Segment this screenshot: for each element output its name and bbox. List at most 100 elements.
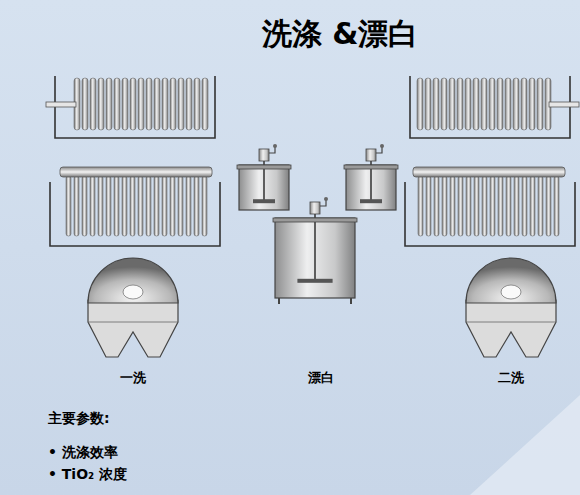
impeller: [253, 199, 275, 203]
drum-filter: [466, 258, 556, 357]
filter-plate: [473, 78, 479, 130]
filter-leaf: [466, 176, 471, 236]
shaft: [314, 218, 316, 280]
slide-title: 洗涤 &漂白: [262, 14, 419, 55]
filter-leaf: [450, 176, 455, 236]
crank: [269, 147, 275, 153]
motor: [366, 149, 376, 161]
rim: [344, 165, 398, 169]
stage-label: 一洗: [120, 369, 146, 387]
right-washer: [405, 76, 579, 246]
drum-hub: [501, 285, 521, 299]
filter-leaf: [82, 176, 87, 236]
drum-filter: [88, 258, 178, 357]
filter-leaf: [458, 176, 463, 236]
filter-plate: [449, 78, 455, 130]
filter-leaf: [66, 176, 71, 236]
filter-leaf: [98, 176, 103, 236]
leg: [278, 298, 280, 304]
hopper: [466, 300, 556, 357]
crank: [320, 200, 326, 206]
left-washer: [46, 76, 220, 246]
shaft: [370, 165, 372, 200]
filter-plate: [505, 78, 511, 130]
filter-plate: [521, 78, 527, 130]
header-bar: [60, 167, 212, 177]
leg: [350, 298, 352, 304]
filter-plate: [513, 78, 519, 130]
filter-leaf: [554, 176, 559, 236]
filter-plate: [98, 78, 104, 130]
filter-leaf: [130, 176, 135, 236]
tank-outline: [55, 76, 215, 138]
filter-plate: [537, 78, 543, 130]
filter-plate: [138, 78, 144, 130]
filter-plate: [82, 78, 88, 130]
filter-plate: [162, 78, 168, 130]
rod: [549, 102, 579, 107]
filter-leaf: [170, 176, 175, 236]
filter-leaf: [538, 176, 543, 236]
filter-leaf: [138, 176, 143, 236]
drum-hub: [123, 285, 143, 299]
filter-plate: [497, 78, 503, 130]
param-item: • TiO₂ 浓度: [48, 466, 127, 484]
shaft: [263, 165, 265, 200]
impeller: [297, 279, 332, 283]
rim: [237, 165, 291, 169]
tank-body: [346, 165, 396, 210]
hopper: [88, 300, 178, 357]
filter-leaf: [194, 176, 199, 236]
filter-plate: [529, 78, 535, 130]
filter-plate: [489, 78, 495, 130]
filter-leaf: [186, 176, 191, 236]
motor: [310, 202, 320, 214]
filter-plate: [425, 78, 431, 130]
filter-leaf: [474, 176, 479, 236]
filter-leaf: [162, 176, 167, 236]
crank-knob: [324, 197, 328, 201]
filter-leaf: [490, 176, 495, 236]
filter-leaf: [154, 176, 159, 236]
filter-leaf: [114, 176, 119, 236]
filter-leaf: [434, 176, 439, 236]
filter-plate: [202, 78, 208, 130]
filter-leaf: [122, 176, 127, 236]
filter-plate: [194, 78, 200, 130]
drum: [88, 258, 178, 303]
crank-knob: [380, 144, 384, 148]
filter-leaf: [74, 176, 79, 236]
filter-leaf: [546, 176, 551, 236]
filter-leaf: [530, 176, 535, 236]
filter-plate: [154, 78, 160, 130]
filter-leaf: [146, 176, 151, 236]
filter-leaf: [202, 176, 207, 236]
filter-plate: [106, 78, 112, 130]
filter-leaf: [418, 176, 423, 236]
filter-plate: [122, 78, 128, 130]
filter-plate: [433, 78, 439, 130]
filter-plate: [465, 78, 471, 130]
filter-plate: [146, 78, 152, 130]
impeller: [360, 199, 382, 203]
tank-outline: [410, 76, 570, 138]
filter-leaf: [178, 176, 183, 236]
filter-leaf: [442, 176, 447, 236]
filter-leaf: [498, 176, 503, 236]
bleach-tanks: [237, 144, 398, 304]
filter-leaf: [514, 176, 519, 236]
tank-body: [275, 218, 355, 298]
hopper-line: [88, 322, 178, 323]
filter-plate: [441, 78, 447, 130]
header-bar: [413, 167, 565, 177]
params-heading: 主要参数:: [48, 410, 110, 428]
filter-plate: [457, 78, 463, 130]
decor-arrow: [470, 395, 580, 495]
rod: [46, 102, 76, 107]
param-item: • 洗涤效率: [48, 444, 118, 462]
drum: [466, 258, 556, 303]
filter-leaf: [522, 176, 527, 236]
crank-knob: [273, 144, 277, 148]
filter-leaf: [426, 176, 431, 236]
crank: [376, 147, 382, 153]
